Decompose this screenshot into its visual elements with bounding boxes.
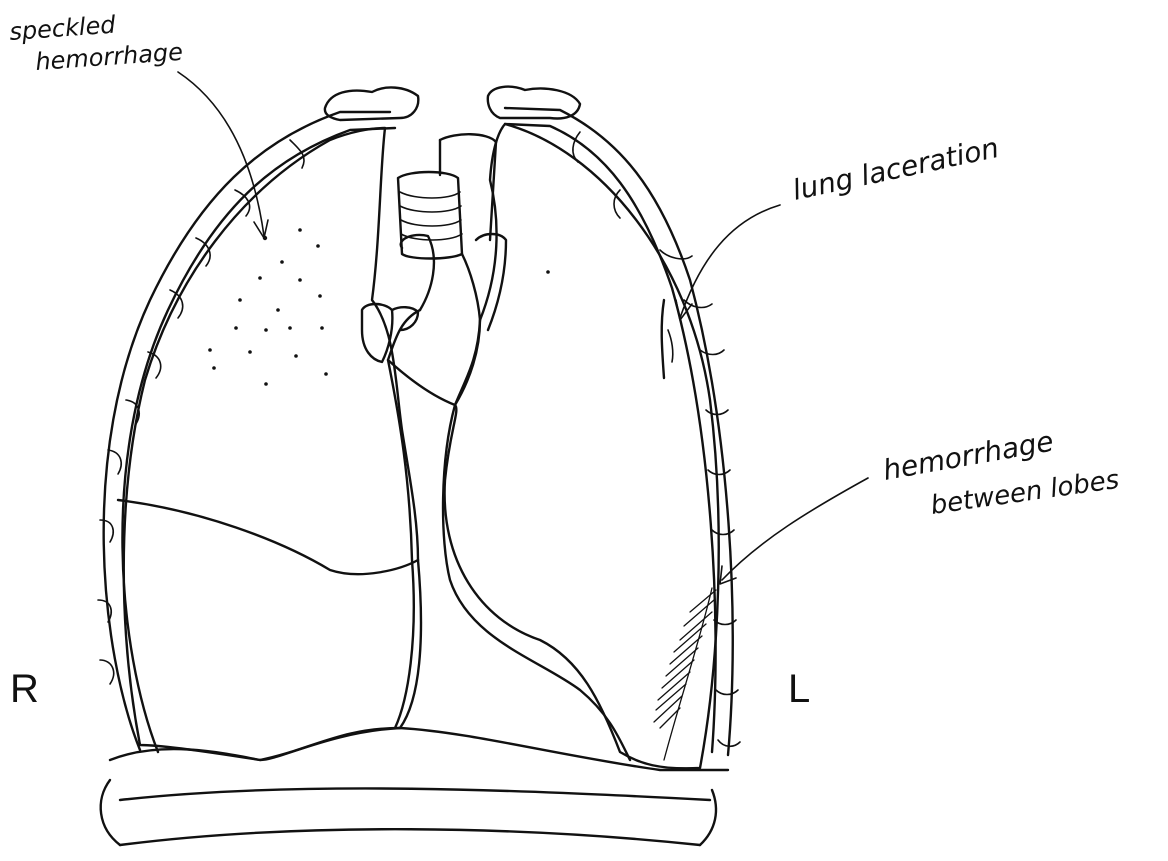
left-side-marker: L (788, 667, 810, 711)
right-lung (118, 128, 421, 760)
annotation-labels: speckled hemorrhage lung laceration hemo… (8, 11, 1121, 521)
laceration-label: lung laceration (790, 131, 1002, 207)
speckled-label-line-2: hemorrhage (34, 38, 183, 76)
trachea-and-vessels (362, 134, 506, 405)
left-lung (443, 124, 719, 768)
speckled-label-line-1: speckled (8, 11, 117, 46)
right-side-marker: R (10, 667, 39, 711)
lung-laceration-mark (662, 300, 673, 378)
annotation-arrows (178, 72, 868, 584)
diaphragm (101, 728, 728, 845)
